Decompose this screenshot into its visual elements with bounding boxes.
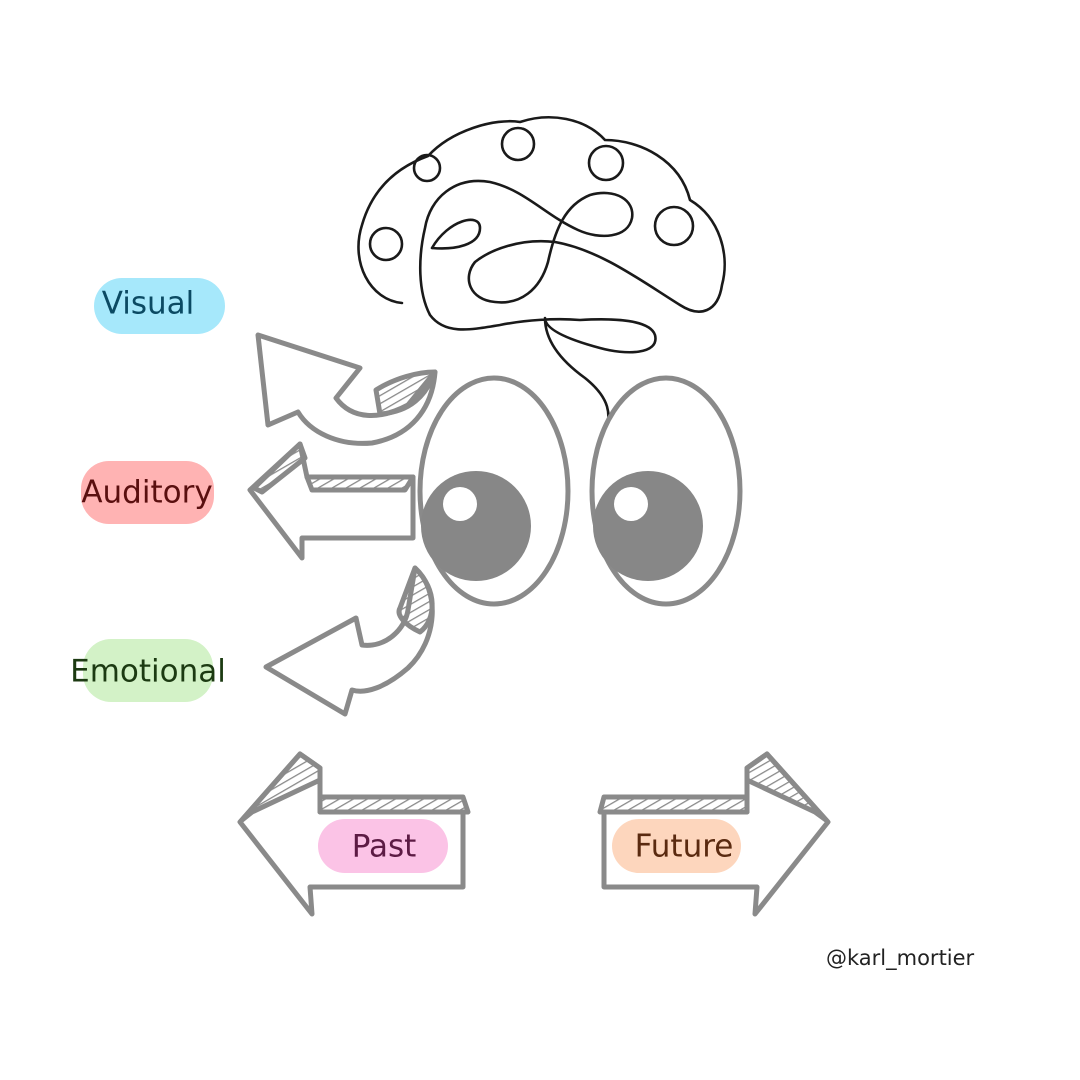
- past-pill: [318, 819, 448, 873]
- visual-label: Visual: [101, 285, 195, 322]
- auditory-label: Auditory: [81, 474, 213, 511]
- eyes-icon: [417, 375, 743, 607]
- auditory-pill: [81, 461, 214, 524]
- emotional-label: Emotional: [70, 653, 226, 690]
- brain-icon: [357, 116, 726, 437]
- future-label: Future: [634, 828, 734, 865]
- future-pill: [612, 819, 741, 873]
- curved-arrow-up-icon: [255, 332, 438, 446]
- visual-pill: [94, 278, 225, 334]
- emotional-pill: [83, 639, 213, 702]
- arrow-left-icon: [247, 441, 416, 561]
- past-label: Past: [351, 828, 417, 865]
- author-handle: @karl_mortier: [826, 946, 975, 970]
- curved-arrow-down-icon: [263, 565, 435, 717]
